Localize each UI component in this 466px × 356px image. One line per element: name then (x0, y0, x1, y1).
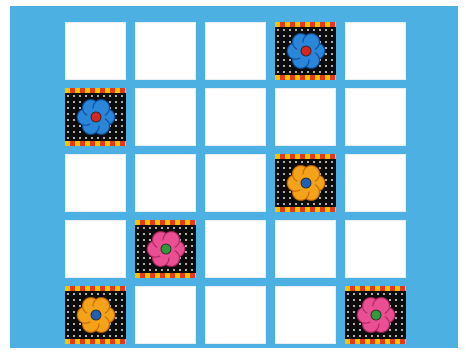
card-stripe-bottom (275, 207, 336, 212)
face-up-card-pink-flower[interactable] (135, 220, 196, 278)
face-down-card[interactable] (205, 22, 266, 80)
blue-flower-icon (74, 95, 118, 139)
face-down-card[interactable] (345, 88, 406, 146)
face-down-card[interactable] (345, 220, 406, 278)
blue-flower-icon (284, 29, 328, 73)
face-down-card[interactable] (345, 22, 406, 80)
flower-center (301, 178, 311, 188)
game-board (10, 6, 458, 348)
face-down-card[interactable] (135, 154, 196, 212)
face-down-card[interactable] (205, 220, 266, 278)
face-down-card[interactable] (205, 88, 266, 146)
card-stripe-bottom (345, 339, 406, 344)
face-up-card-blue-flower[interactable] (65, 88, 126, 146)
flower-center (161, 244, 171, 254)
card-grid (65, 22, 406, 344)
card-stripe-bottom (275, 75, 336, 80)
face-up-card-orange-flower[interactable] (65, 286, 126, 344)
face-down-card[interactable] (275, 220, 336, 278)
flower-center (91, 112, 101, 122)
face-down-card[interactable] (65, 154, 126, 212)
face-down-card[interactable] (135, 286, 196, 344)
face-down-card[interactable] (275, 286, 336, 344)
pink-flower-icon (354, 293, 398, 337)
pink-flower-icon (144, 227, 188, 271)
face-up-card-orange-flower[interactable] (275, 154, 336, 212)
face-down-card[interactable] (275, 88, 336, 146)
card-stripe-bottom (135, 273, 196, 278)
face-down-card[interactable] (345, 154, 406, 212)
face-down-card[interactable] (205, 286, 266, 344)
face-down-card[interactable] (65, 22, 126, 80)
face-down-card[interactable] (135, 22, 196, 80)
face-up-card-pink-flower[interactable] (345, 286, 406, 344)
orange-flower-icon (284, 161, 328, 205)
flower-center (371, 310, 381, 320)
orange-flower-icon (74, 293, 118, 337)
card-stripe-bottom (65, 339, 126, 344)
face-down-card[interactable] (65, 220, 126, 278)
face-up-card-blue-flower[interactable] (275, 22, 336, 80)
flower-center (301, 46, 311, 56)
card-stripe-bottom (65, 141, 126, 146)
flower-center (91, 310, 101, 320)
face-down-card[interactable] (135, 88, 196, 146)
face-down-card[interactable] (205, 154, 266, 212)
